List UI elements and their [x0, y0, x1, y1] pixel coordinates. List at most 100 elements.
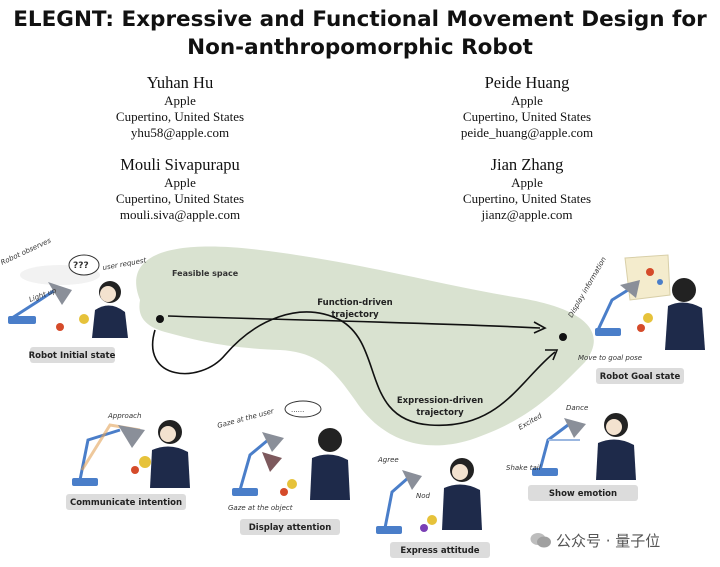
lamp-arm-icon [78, 428, 121, 481]
note-gaze-object: Gaze at the object [228, 504, 293, 512]
communicate-scene: Approach [72, 412, 190, 488]
note-move-to-goal: Move to goal pose [578, 354, 642, 362]
author-email: peide_huang@apple.com [460, 125, 594, 140]
author-location: Cupertino, United States [462, 109, 592, 124]
title-line-2: Non-anthropomorphic Robot [187, 35, 533, 60]
function-trajectory [167, 315, 541, 329]
express-attitude-tag [390, 542, 490, 558]
show-emotion-tag [528, 485, 638, 501]
lamp-arm-icon [11, 288, 56, 320]
object-icon [131, 466, 139, 474]
note-approach: Approach [107, 412, 141, 420]
user-body-icon [310, 454, 350, 500]
object-icon [139, 456, 151, 468]
show-emotion-label: Show emotion [549, 489, 617, 499]
lamp-arm-icon [538, 423, 569, 471]
author-email: jianz@apple.com [481, 207, 573, 222]
object-icon [280, 488, 288, 496]
initial-state-scene: ??? Robot observes user request Light up [0, 236, 147, 338]
author-org: Apple [511, 175, 543, 190]
function-label-1: Function-driven [317, 298, 392, 308]
author-org: Apple [164, 93, 196, 108]
author-name: Jian Zhang [490, 155, 564, 174]
note-robot-observes: Robot observes [0, 236, 53, 266]
feasible-space-blob [136, 246, 594, 446]
author-block-3: Mouli Sivapurapu Apple Cupertino, United… [50, 155, 310, 223]
feasible-space-label: Feasible space [172, 269, 239, 278]
note-display-information: Display information [567, 256, 608, 319]
lamp-base-icon [376, 526, 402, 534]
lamp-head-icon [262, 432, 284, 452]
goal-state-label: Robot Goal state [600, 372, 681, 382]
note-nod: Nod [416, 492, 431, 500]
author-email: mouli.siva@apple.com [119, 207, 241, 222]
lamp-head-icon [118, 425, 145, 448]
expression-trajectory [152, 311, 556, 427]
paper-title: ELEGNT: Expressive and Functional Moveme… [0, 6, 720, 62]
show-emotion-scene: Excited Dance Shake tail [506, 404, 636, 480]
expression-label-1: Expression-driven [397, 396, 483, 406]
speech-bubble-icon [68, 254, 100, 276]
author-block-4: Jian Zhang Apple Cupertino, United State… [397, 155, 657, 223]
lamp-arm-icon [238, 438, 269, 491]
author-email: yhu58@apple.com [130, 125, 230, 140]
lamp-base-icon [232, 488, 258, 496]
lamp-arm-icon [383, 476, 409, 529]
object-icon [427, 515, 437, 525]
note-qqq: ??? [73, 261, 89, 271]
express-attitude-label: Express attitude [400, 546, 479, 556]
lamp-base-icon [532, 468, 558, 476]
object-icon [79, 314, 89, 324]
author-block-2: Peide Huang Apple Cupertino, United Stat… [397, 73, 657, 141]
object-icon [420, 524, 428, 532]
goal-state-tag [596, 368, 684, 384]
author-name: Peide Huang [484, 73, 570, 92]
lamp-base-icon [72, 478, 98, 486]
note-shake-tail: Shake tail [506, 464, 541, 472]
function-label-2: trajectory [331, 310, 379, 320]
object-icon [637, 324, 645, 332]
author-block-1: Yuhan Hu Apple Cupertino, United States … [50, 73, 310, 141]
user-body-icon [442, 484, 482, 530]
lamp-head-icon [402, 470, 422, 490]
display-attention-scene: ...... Gaze at the user Gaze at the obje… [216, 400, 350, 512]
communicate-tag [66, 494, 186, 510]
express-attitude-scene: Agree Nod [376, 456, 482, 534]
user-head-icon [318, 428, 342, 452]
initial-state-tag [30, 347, 115, 363]
initial-state-label: Robot Initial state [29, 351, 116, 361]
lamp-base-icon [595, 328, 621, 336]
user-head-icon [672, 278, 696, 302]
note-ellipsis: ...... [291, 406, 304, 414]
author-name: Mouli Sivapurapu [120, 155, 240, 174]
note-gaze-user: Gaze at the user [216, 407, 275, 430]
function-arrowhead [533, 321, 547, 334]
display-attention-tag [240, 519, 340, 535]
note-dance: Dance [566, 404, 588, 412]
note-agree: Agree [377, 456, 399, 464]
object-icon [56, 323, 64, 331]
author-name: Yuhan Hu [146, 73, 214, 92]
user-body-icon [150, 446, 190, 488]
user-body-icon [596, 439, 636, 480]
author-location: Cupertino, United States [462, 191, 592, 206]
title-line-1: ELEGNT: Expressive and Functional Moveme… [13, 7, 707, 32]
lamp-head-icon [48, 282, 72, 305]
display-attention-label: Display attention [249, 523, 332, 533]
user-body-icon [665, 302, 705, 350]
start-dot [156, 315, 164, 323]
watermark-text: 公众号 · 量子位 [556, 532, 661, 550]
lamp-arm-icon [596, 288, 629, 331]
author-org: Apple [164, 175, 196, 190]
speech-bubble-icon [284, 400, 322, 418]
object-icon [643, 313, 653, 323]
note-light-up: Light up [28, 286, 58, 303]
author-location: Cupertino, United States [115, 191, 245, 206]
object-icon [287, 479, 297, 489]
author-org: Apple [511, 93, 543, 108]
lamp-head-icon [620, 280, 640, 298]
user-body-icon [92, 305, 128, 338]
expression-label-2: trajectory [416, 408, 464, 418]
author-location: Cupertino, United States [115, 109, 245, 124]
